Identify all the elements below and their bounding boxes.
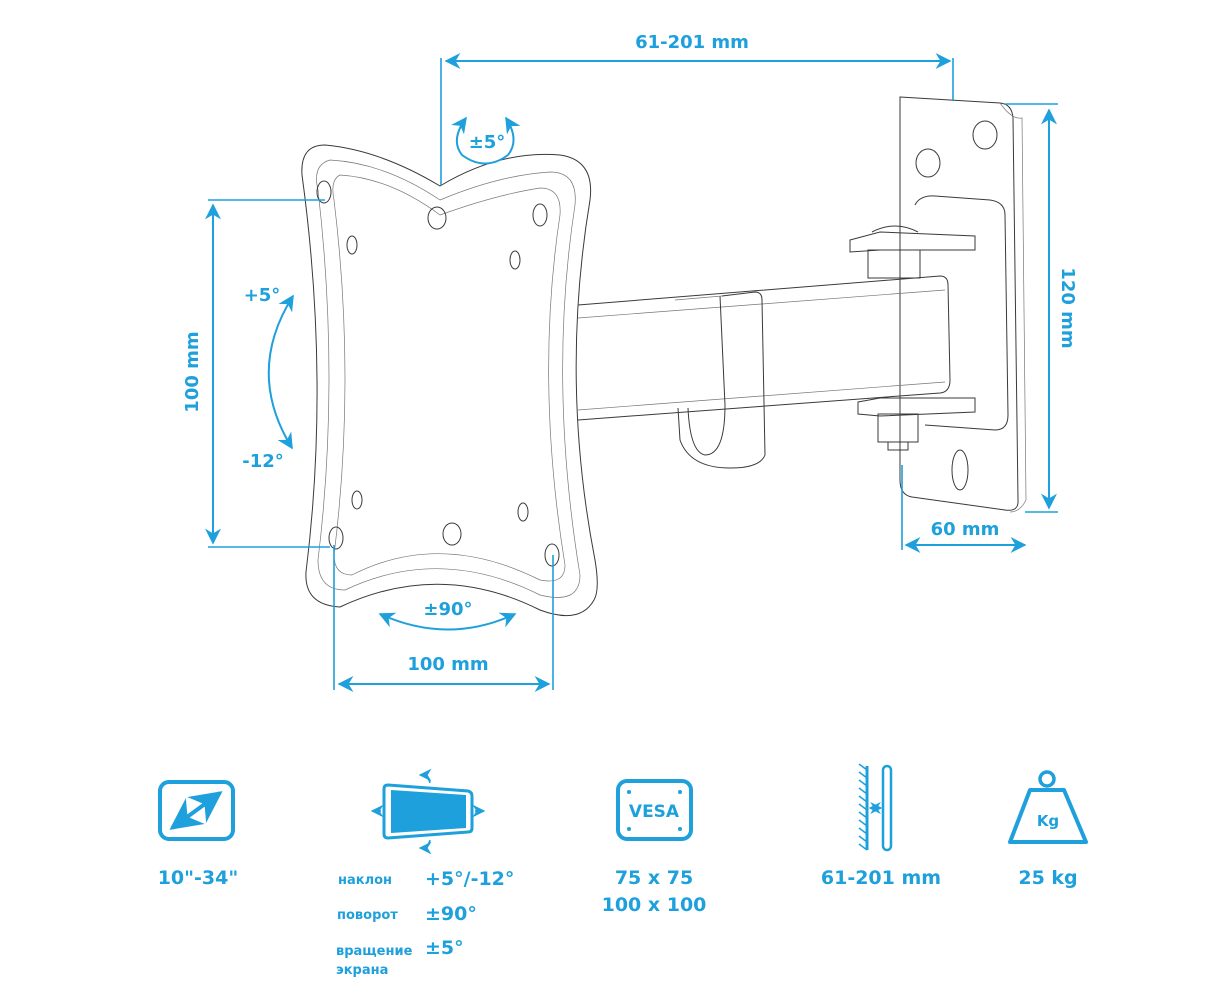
dimension-vesa-vertical: 100 mm	[182, 199, 330, 548]
swivel-spec-label: поворот	[337, 908, 398, 923]
extension-arm	[577, 275, 951, 469]
tilt-indicator: +5° -12°	[242, 285, 294, 472]
rotation-spec-label-2: экрана	[336, 963, 388, 978]
max-load-value: 25 kg	[1018, 867, 1077, 889]
dimension-wall-plate-width: 60 mm	[901, 465, 1027, 553]
vesa-value-1: 75 x 75	[615, 867, 693, 889]
screen-size-value: 10"-34"	[158, 867, 239, 889]
dimension-arm-extension: 61-201 mm	[440, 32, 954, 185]
dimension-vesa-horizontal: 100 mm	[333, 545, 554, 692]
tilt-up-label: +5°	[244, 285, 281, 306]
weight-icon-text: Kg	[1037, 812, 1059, 830]
spec-vesa: VESA 75 x 75 100 x 100	[602, 779, 707, 916]
wall-plate-height-label: 120 mm	[1057, 267, 1078, 348]
vesa-icon: VESA	[616, 779, 693, 841]
tilt-spec-value: +5°/-12°	[425, 868, 514, 890]
spec-adjustments: наклон +5°/-12° поворот ±90° вращение эк…	[336, 768, 514, 978]
swivel-spec-value: ±90°	[425, 903, 477, 925]
screen-adjust-icon	[370, 768, 486, 855]
swivel-indicator: ±90°	[378, 599, 517, 631]
dimension-wall-plate-height: 120 mm	[1005, 103, 1078, 513]
arm-extension-label: 61-201 mm	[635, 32, 749, 53]
rotation-indicator: ±5°	[451, 116, 521, 165]
spec-screen-size: 10"-34"	[158, 780, 239, 889]
tilt-spec-label: наклон	[338, 873, 392, 888]
vesa-icon-text: VESA	[629, 802, 680, 822]
vesa-vertical-label: 100 mm	[182, 331, 203, 412]
diagonal-arrow-icon	[158, 780, 235, 841]
rotation-label: ±5°	[469, 132, 506, 153]
vesa-value-2: 100 x 100	[602, 894, 707, 916]
tilt-down-label: -12°	[242, 451, 284, 472]
wall-distance-icon	[858, 763, 893, 852]
wall-plate	[849, 96, 1027, 513]
rotation-spec-label: вращение	[336, 944, 413, 959]
wall-plate-width-label: 60 mm	[931, 519, 1000, 540]
weight-icon: Kg	[1008, 770, 1088, 844]
spec-wall-distance: 61-201 mm	[821, 763, 941, 889]
vesa-horizontal-label: 100 mm	[407, 654, 488, 675]
swivel-label: ±90°	[423, 599, 472, 620]
vesa-plate	[301, 144, 598, 617]
spec-max-load: Kg 25 kg	[1008, 770, 1088, 889]
wall-distance-value: 61-201 mm	[821, 867, 941, 889]
rotation-spec-value: ±5°	[425, 937, 464, 959]
